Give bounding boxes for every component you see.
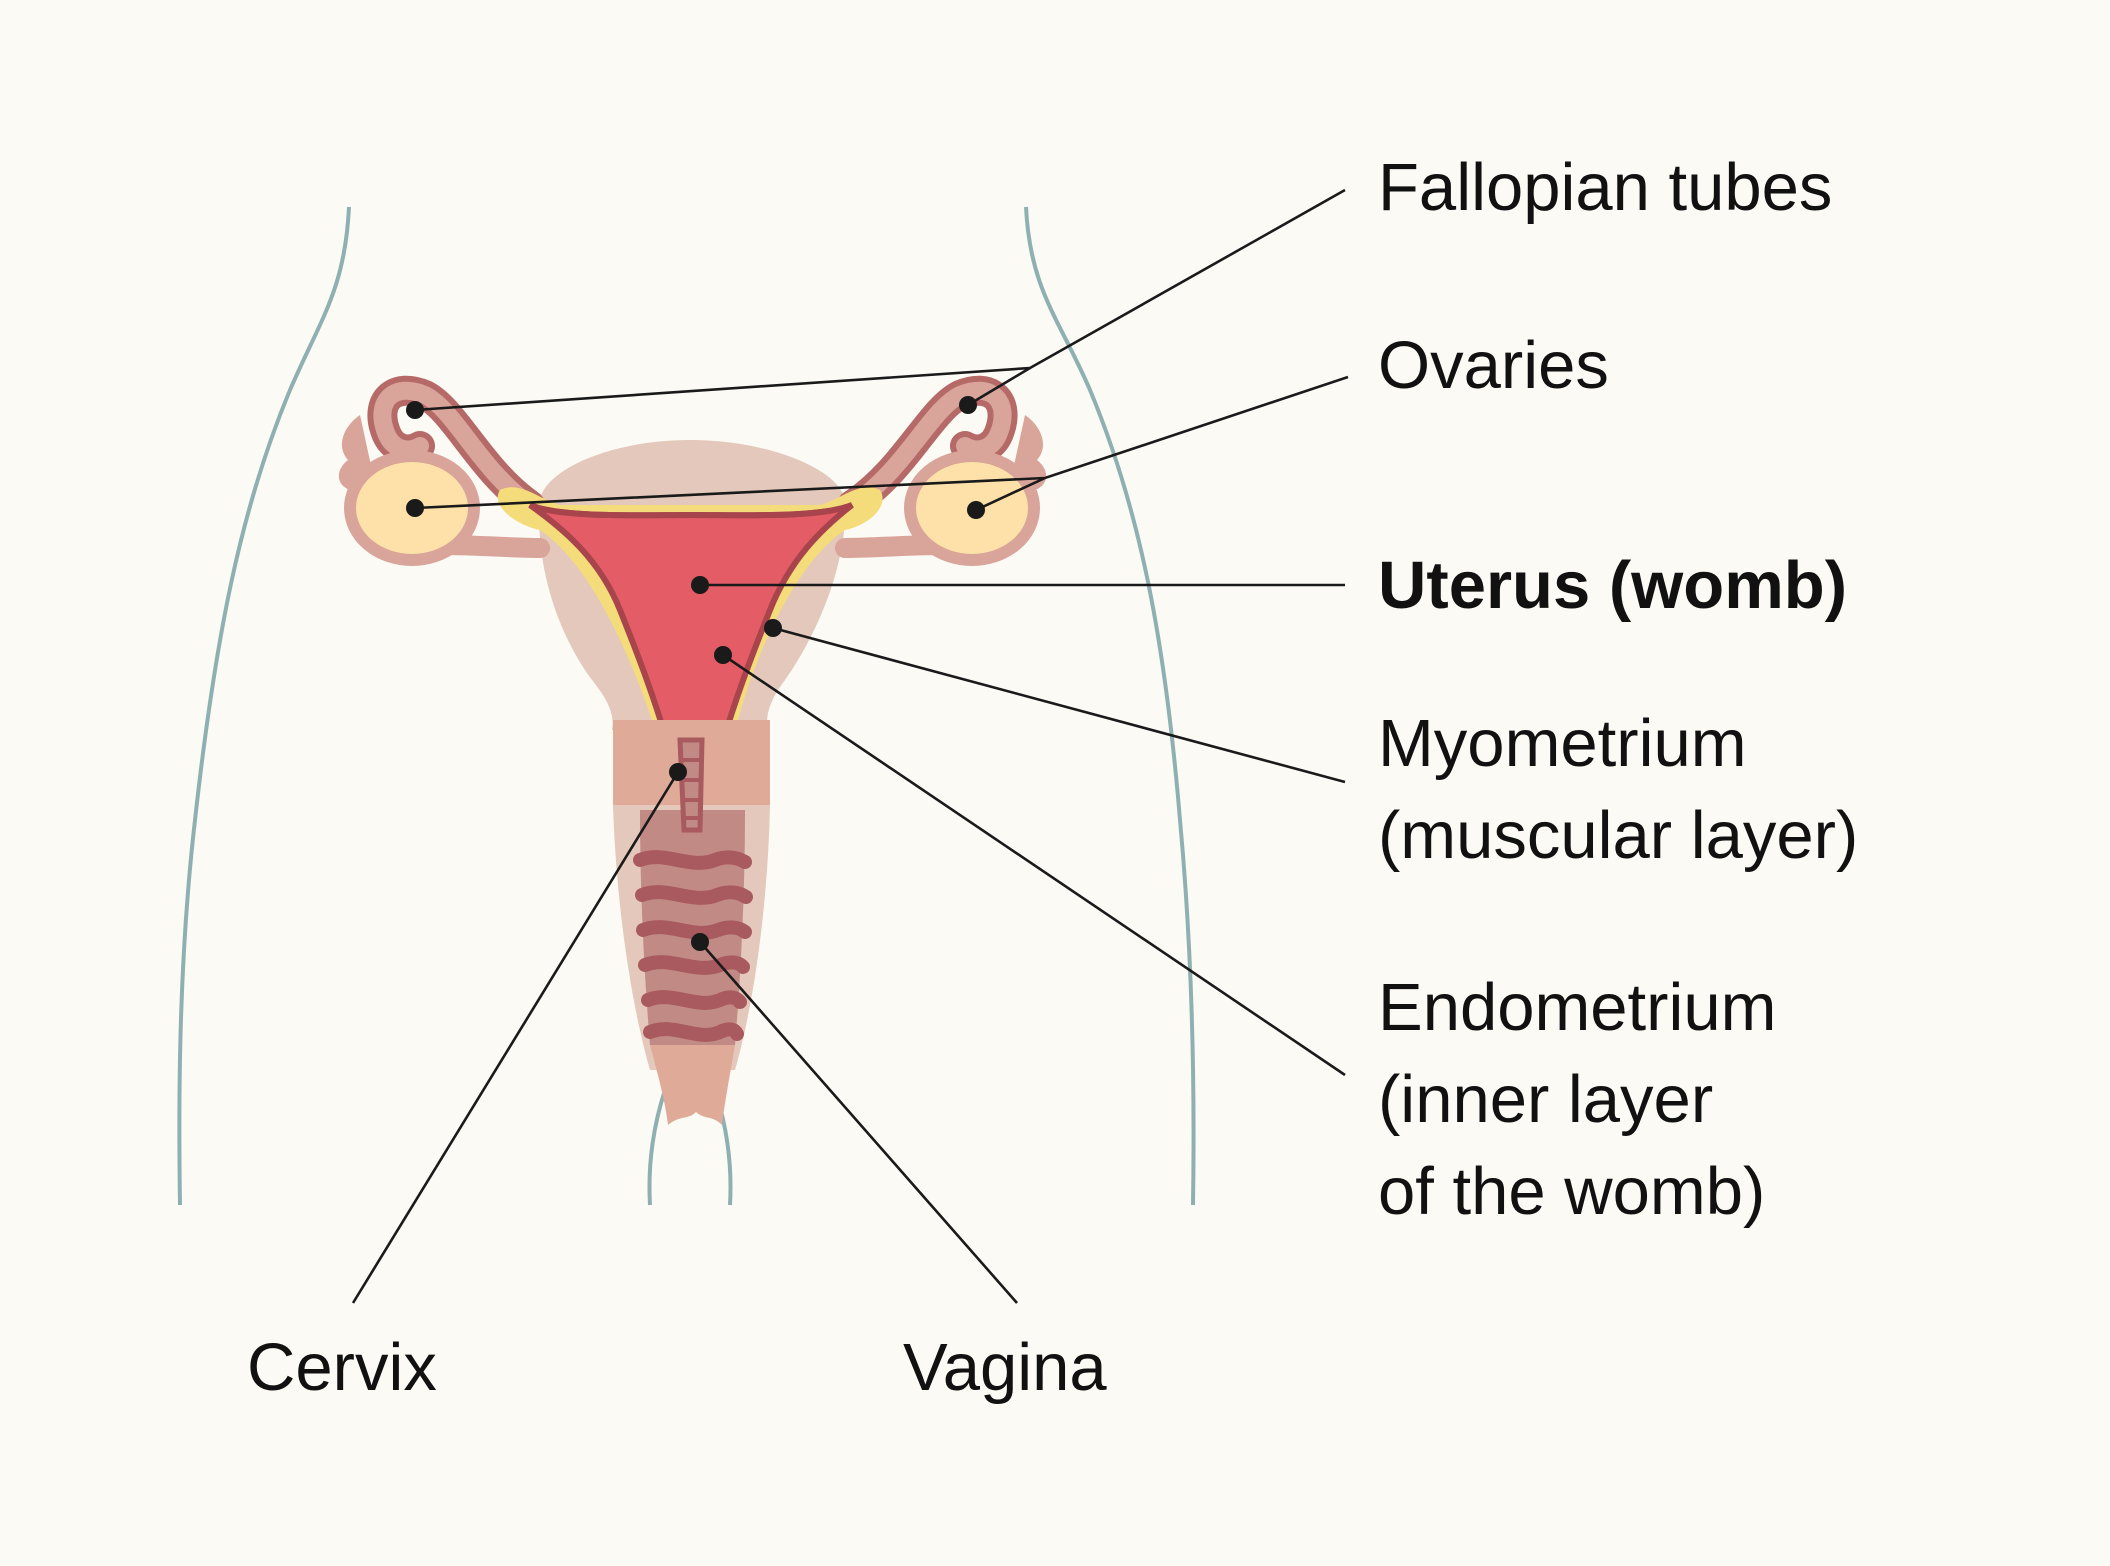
dot-vagina bbox=[691, 933, 709, 951]
leader-endometrium bbox=[722, 653, 1346, 1077]
vaginal-fold-4 bbox=[638, 955, 750, 975]
fallopian-tube-left-inner bbox=[373, 381, 539, 514]
vaginal-fold-1 bbox=[633, 850, 752, 870]
label-endometrium-line3: of the womb) bbox=[1378, 1154, 1765, 1229]
label-cervix: Cervix bbox=[247, 1330, 437, 1405]
label-endometrium-line1: Endometrium bbox=[1378, 970, 1776, 1045]
leader-lines bbox=[351, 188, 1349, 1304]
label-myometrium-line1: Myometrium bbox=[1378, 706, 1747, 781]
leader-cervix bbox=[351, 771, 680, 1304]
vaginal-opening bbox=[650, 1045, 735, 1125]
label-dots bbox=[406, 396, 985, 951]
dot-uterus bbox=[691, 576, 709, 594]
cavity-top-edge bbox=[528, 502, 854, 519]
leader-fallopian-tube-right bbox=[967, 366, 1031, 407]
label-vagina: Vagina bbox=[903, 1330, 1107, 1405]
body-outline-right-hip bbox=[1024, 206, 1196, 1206]
dot-fallopian-tube-right bbox=[959, 396, 977, 414]
cervical-canal-folds bbox=[680, 758, 702, 820]
label-myometrium-line2: (muscular layer) bbox=[1378, 798, 1858, 873]
label-uterus: Uterus (womb) bbox=[1378, 548, 1847, 623]
uterus-illustration bbox=[338, 375, 1047, 1125]
vaginal-fold-5 bbox=[641, 990, 747, 1010]
vaginal-fold-2 bbox=[635, 885, 753, 905]
leader-fallopian-tubes bbox=[414, 188, 1346, 412]
vaginal-fold-6 bbox=[643, 1022, 744, 1042]
vaginal-fold-3 bbox=[636, 920, 752, 940]
labels: Fallopian tubes Ovaries Uterus (womb) My… bbox=[247, 150, 1858, 1405]
dot-endometrium bbox=[714, 646, 732, 664]
dot-ovary-left bbox=[406, 499, 424, 517]
fallopian-tube-right-inner bbox=[843, 381, 1012, 514]
dot-cervix bbox=[669, 763, 687, 781]
leader-ovary-right bbox=[975, 476, 1046, 512]
label-fallopian-tubes: Fallopian tubes bbox=[1378, 150, 1832, 225]
dot-ovary-right bbox=[967, 501, 985, 519]
label-ovaries: Ovaries bbox=[1378, 328, 1609, 403]
body-outline-left-hip bbox=[177, 206, 351, 1206]
label-endometrium-line2: (inner layer bbox=[1378, 1062, 1713, 1137]
leader-myometrium bbox=[772, 626, 1346, 784]
leader-vagina bbox=[699, 941, 1018, 1304]
dot-fallopian-tube-left bbox=[406, 401, 424, 419]
dot-myometrium bbox=[764, 619, 782, 637]
body-outline-left-inner-leg bbox=[647, 1089, 667, 1206]
